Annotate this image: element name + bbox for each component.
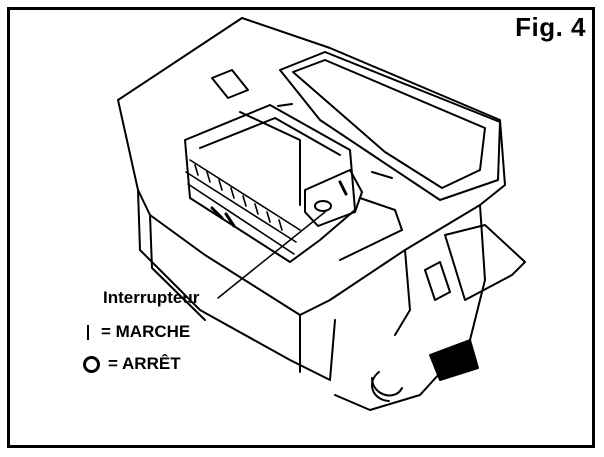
bar-icon [87, 324, 89, 340]
switch-off-position [314, 200, 332, 212]
legend-row-off: = ARRÊT [83, 354, 181, 374]
device-top-outline [117, 17, 506, 316]
figure-frame [7, 7, 595, 448]
callout-leader-line [217, 211, 326, 299]
front-marking [210, 206, 236, 228]
figure-label: Fig. 4 [515, 12, 586, 42]
legend-on-text: = MARCHE [101, 322, 191, 341]
legend-row-on: = MARCHE [83, 322, 190, 342]
lid-panel [279, 51, 501, 201]
side-flap [444, 224, 526, 301]
switch-on-position [338, 180, 348, 196]
callout-title: Interrupteur [103, 288, 200, 307]
legend-off-text: = ARRÊT [108, 354, 181, 373]
front-face [137, 189, 336, 381]
hinge-tab [211, 69, 249, 99]
connector-port [429, 339, 479, 381]
circle-icon [83, 355, 100, 373]
roller-ribs [185, 159, 301, 255]
print-head [184, 104, 356, 263]
switch-housing [304, 169, 363, 227]
